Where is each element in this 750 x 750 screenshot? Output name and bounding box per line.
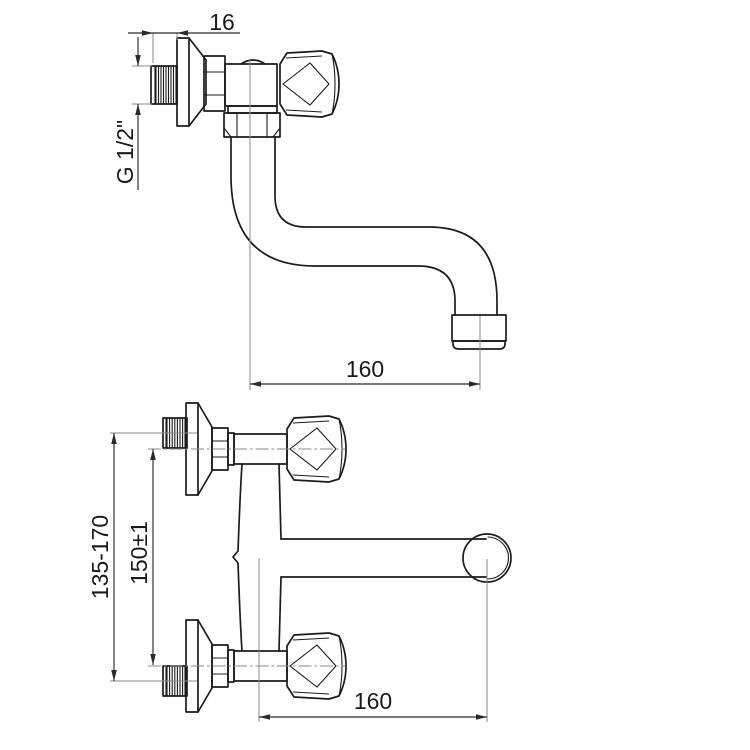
body-right-edge bbox=[278, 463, 282, 652]
arrowhead-left-icon bbox=[259, 714, 270, 720]
arrowhead-up-icon bbox=[150, 449, 156, 460]
dim-thread-size-label: G 1/2" bbox=[112, 120, 138, 184]
faucet-body-front bbox=[232, 463, 282, 652]
dim-thread-size: G 1/2" bbox=[112, 37, 152, 190]
dim-thread-length-label: 16 bbox=[209, 9, 235, 35]
spout-front bbox=[280, 533, 512, 583]
wall-flange-side bbox=[176, 37, 207, 127]
arrowhead-up-icon bbox=[111, 433, 117, 444]
arrowhead-up-icon bbox=[135, 104, 141, 115]
thread-nipple-side bbox=[150, 65, 178, 105]
arrowhead-down-icon bbox=[111, 670, 117, 681]
dimensions: 16 G 1/2" 160 135-170 bbox=[87, 9, 488, 722]
arrowhead-right-icon bbox=[142, 30, 153, 36]
spout-tube-front bbox=[280, 538, 487, 578]
arrowhead-left-icon bbox=[250, 381, 261, 387]
spout-hex-facets bbox=[223, 113, 281, 138]
dim-spout-reach-front-label: 160 bbox=[354, 688, 392, 714]
spout-outer-wall bbox=[230, 136, 456, 316]
spout-hex-outline bbox=[223, 112, 281, 138]
handle-knob-side bbox=[279, 50, 340, 118]
aerator-ring bbox=[452, 340, 506, 350]
dim-center-distance: 150±1 bbox=[126, 449, 156, 665]
front-view bbox=[148, 402, 512, 713]
flange-cone bbox=[188, 37, 207, 127]
side-view bbox=[150, 37, 507, 350]
dim-spout-reach-side-label: 160 bbox=[346, 356, 384, 382]
hex-outline bbox=[203, 55, 226, 112]
spout-inner-wall bbox=[274, 136, 498, 316]
lower-valve-front bbox=[162, 619, 347, 713]
arrowhead-down-icon bbox=[150, 654, 156, 665]
dim-spout-reach-side: 160 bbox=[249, 60, 481, 390]
s-spout bbox=[230, 136, 498, 316]
body-left-edge bbox=[232, 463, 243, 652]
arrowhead-right-icon bbox=[469, 381, 480, 387]
cartridge-dome bbox=[240, 59, 266, 65]
spout-nut-side bbox=[223, 105, 281, 138]
valve-body-side bbox=[224, 59, 278, 107]
dim-thread-length: 16 bbox=[128, 9, 240, 63]
valve-body-outline bbox=[224, 63, 278, 107]
mounting-hex-nut-side bbox=[203, 55, 226, 112]
spout-collar bbox=[227, 105, 278, 114]
dim-center-distance-label: 150±1 bbox=[126, 521, 152, 585]
dim-mounting-range-label: 135-170 bbox=[87, 515, 113, 599]
dim-mounting-range: 135-170 bbox=[87, 432, 197, 682]
dim-spout-reach-front: 160 bbox=[258, 558, 488, 722]
spout-end-cap-inner bbox=[487, 536, 510, 580]
hex-upper-facets bbox=[212, 440, 228, 458]
arrowhead-left-icon bbox=[177, 30, 188, 36]
aerator-side bbox=[451, 314, 507, 350]
upper-valve-front bbox=[162, 402, 347, 496]
aerator-body bbox=[451, 314, 507, 342]
arrowhead-right-icon bbox=[476, 714, 487, 720]
flange-plate bbox=[176, 37, 190, 127]
thread-hatch bbox=[155, 66, 177, 104]
arrowhead-down-icon bbox=[135, 55, 141, 66]
hex-lower-facets bbox=[212, 657, 228, 675]
hex-facets bbox=[204, 71, 225, 96]
